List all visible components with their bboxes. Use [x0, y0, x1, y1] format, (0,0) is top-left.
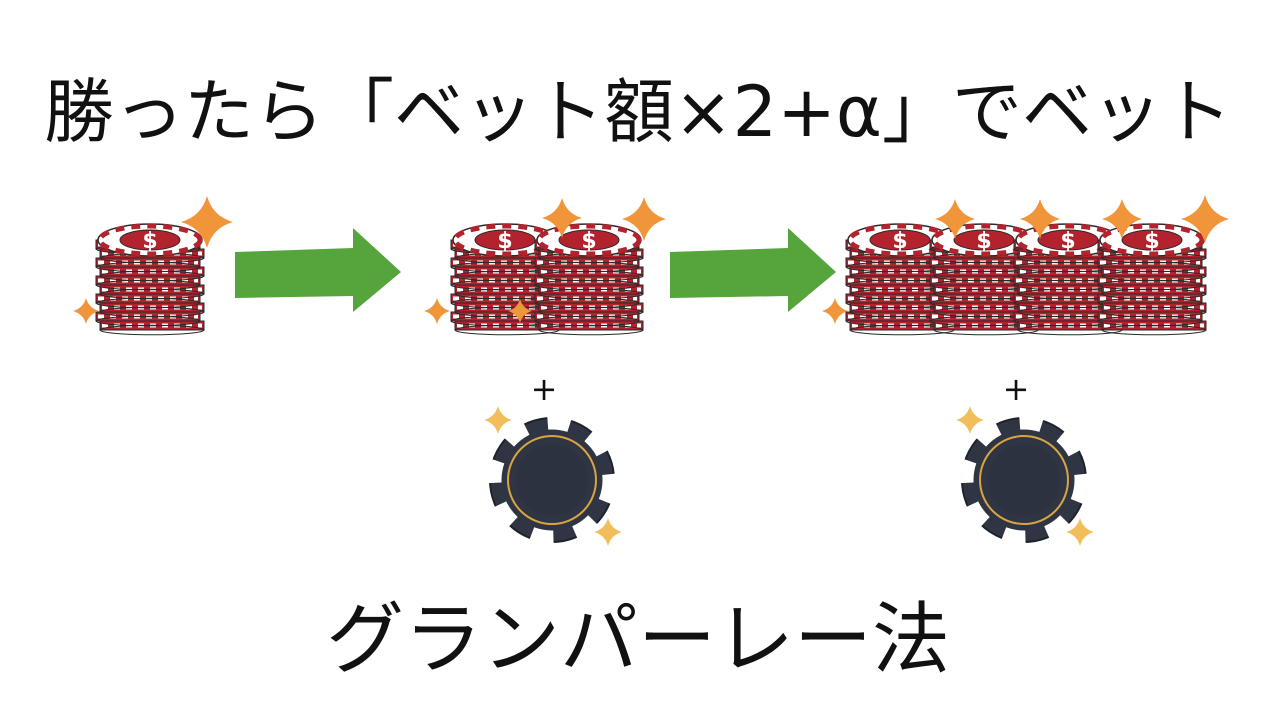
sparkle-icon — [1020, 199, 1060, 239]
dollar-sign: $ — [1144, 229, 1159, 254]
sparkle-icon — [542, 198, 582, 238]
sparkle-icon — [484, 406, 512, 434]
right-arrow-icon — [235, 228, 401, 312]
dollar-sign: $ — [142, 229, 157, 254]
bonus-chip-icon: + — [956, 370, 1094, 546]
sparkle-icon — [822, 298, 848, 324]
sparkle-icon — [1181, 195, 1229, 243]
stage-3: $ $ $ $ + — [822, 195, 1229, 546]
chip-stack: $ — [95, 223, 205, 336]
plus-sign: + — [531, 370, 558, 408]
sparkle-icon — [1066, 518, 1094, 546]
sparkle-icon — [622, 197, 666, 241]
plus-sign: + — [1003, 370, 1030, 408]
sparkle-icon — [956, 406, 984, 434]
bonus-chip-icon: + — [484, 370, 622, 546]
chip-stack: $ — [1097, 223, 1207, 336]
dollar-sign: $ — [581, 229, 596, 254]
sparkle-icon — [181, 196, 233, 248]
right-arrow-icon — [670, 228, 836, 312]
sparkle-icon — [73, 298, 99, 324]
sparkle-icon — [1102, 199, 1142, 239]
sparkle-icon — [424, 298, 450, 324]
chip-stack: $ — [534, 223, 644, 336]
headline: 勝ったら「ベット額×2+α」でベット — [44, 71, 1232, 153]
sparkle-icon — [508, 299, 532, 323]
dollar-sign: $ — [892, 229, 907, 254]
sparkle-icon — [594, 518, 622, 546]
dollar-sign: $ — [1060, 229, 1075, 254]
dollar-sign: $ — [497, 229, 512, 254]
stage-1: $ — [73, 196, 233, 336]
strategy-title: グランパーレー法 — [325, 595, 950, 685]
chip-stack: $ — [450, 223, 560, 336]
sparkle-icon — [935, 199, 975, 239]
dollar-sign: $ — [976, 229, 991, 254]
stage-2: $ $ + — [424, 197, 666, 546]
